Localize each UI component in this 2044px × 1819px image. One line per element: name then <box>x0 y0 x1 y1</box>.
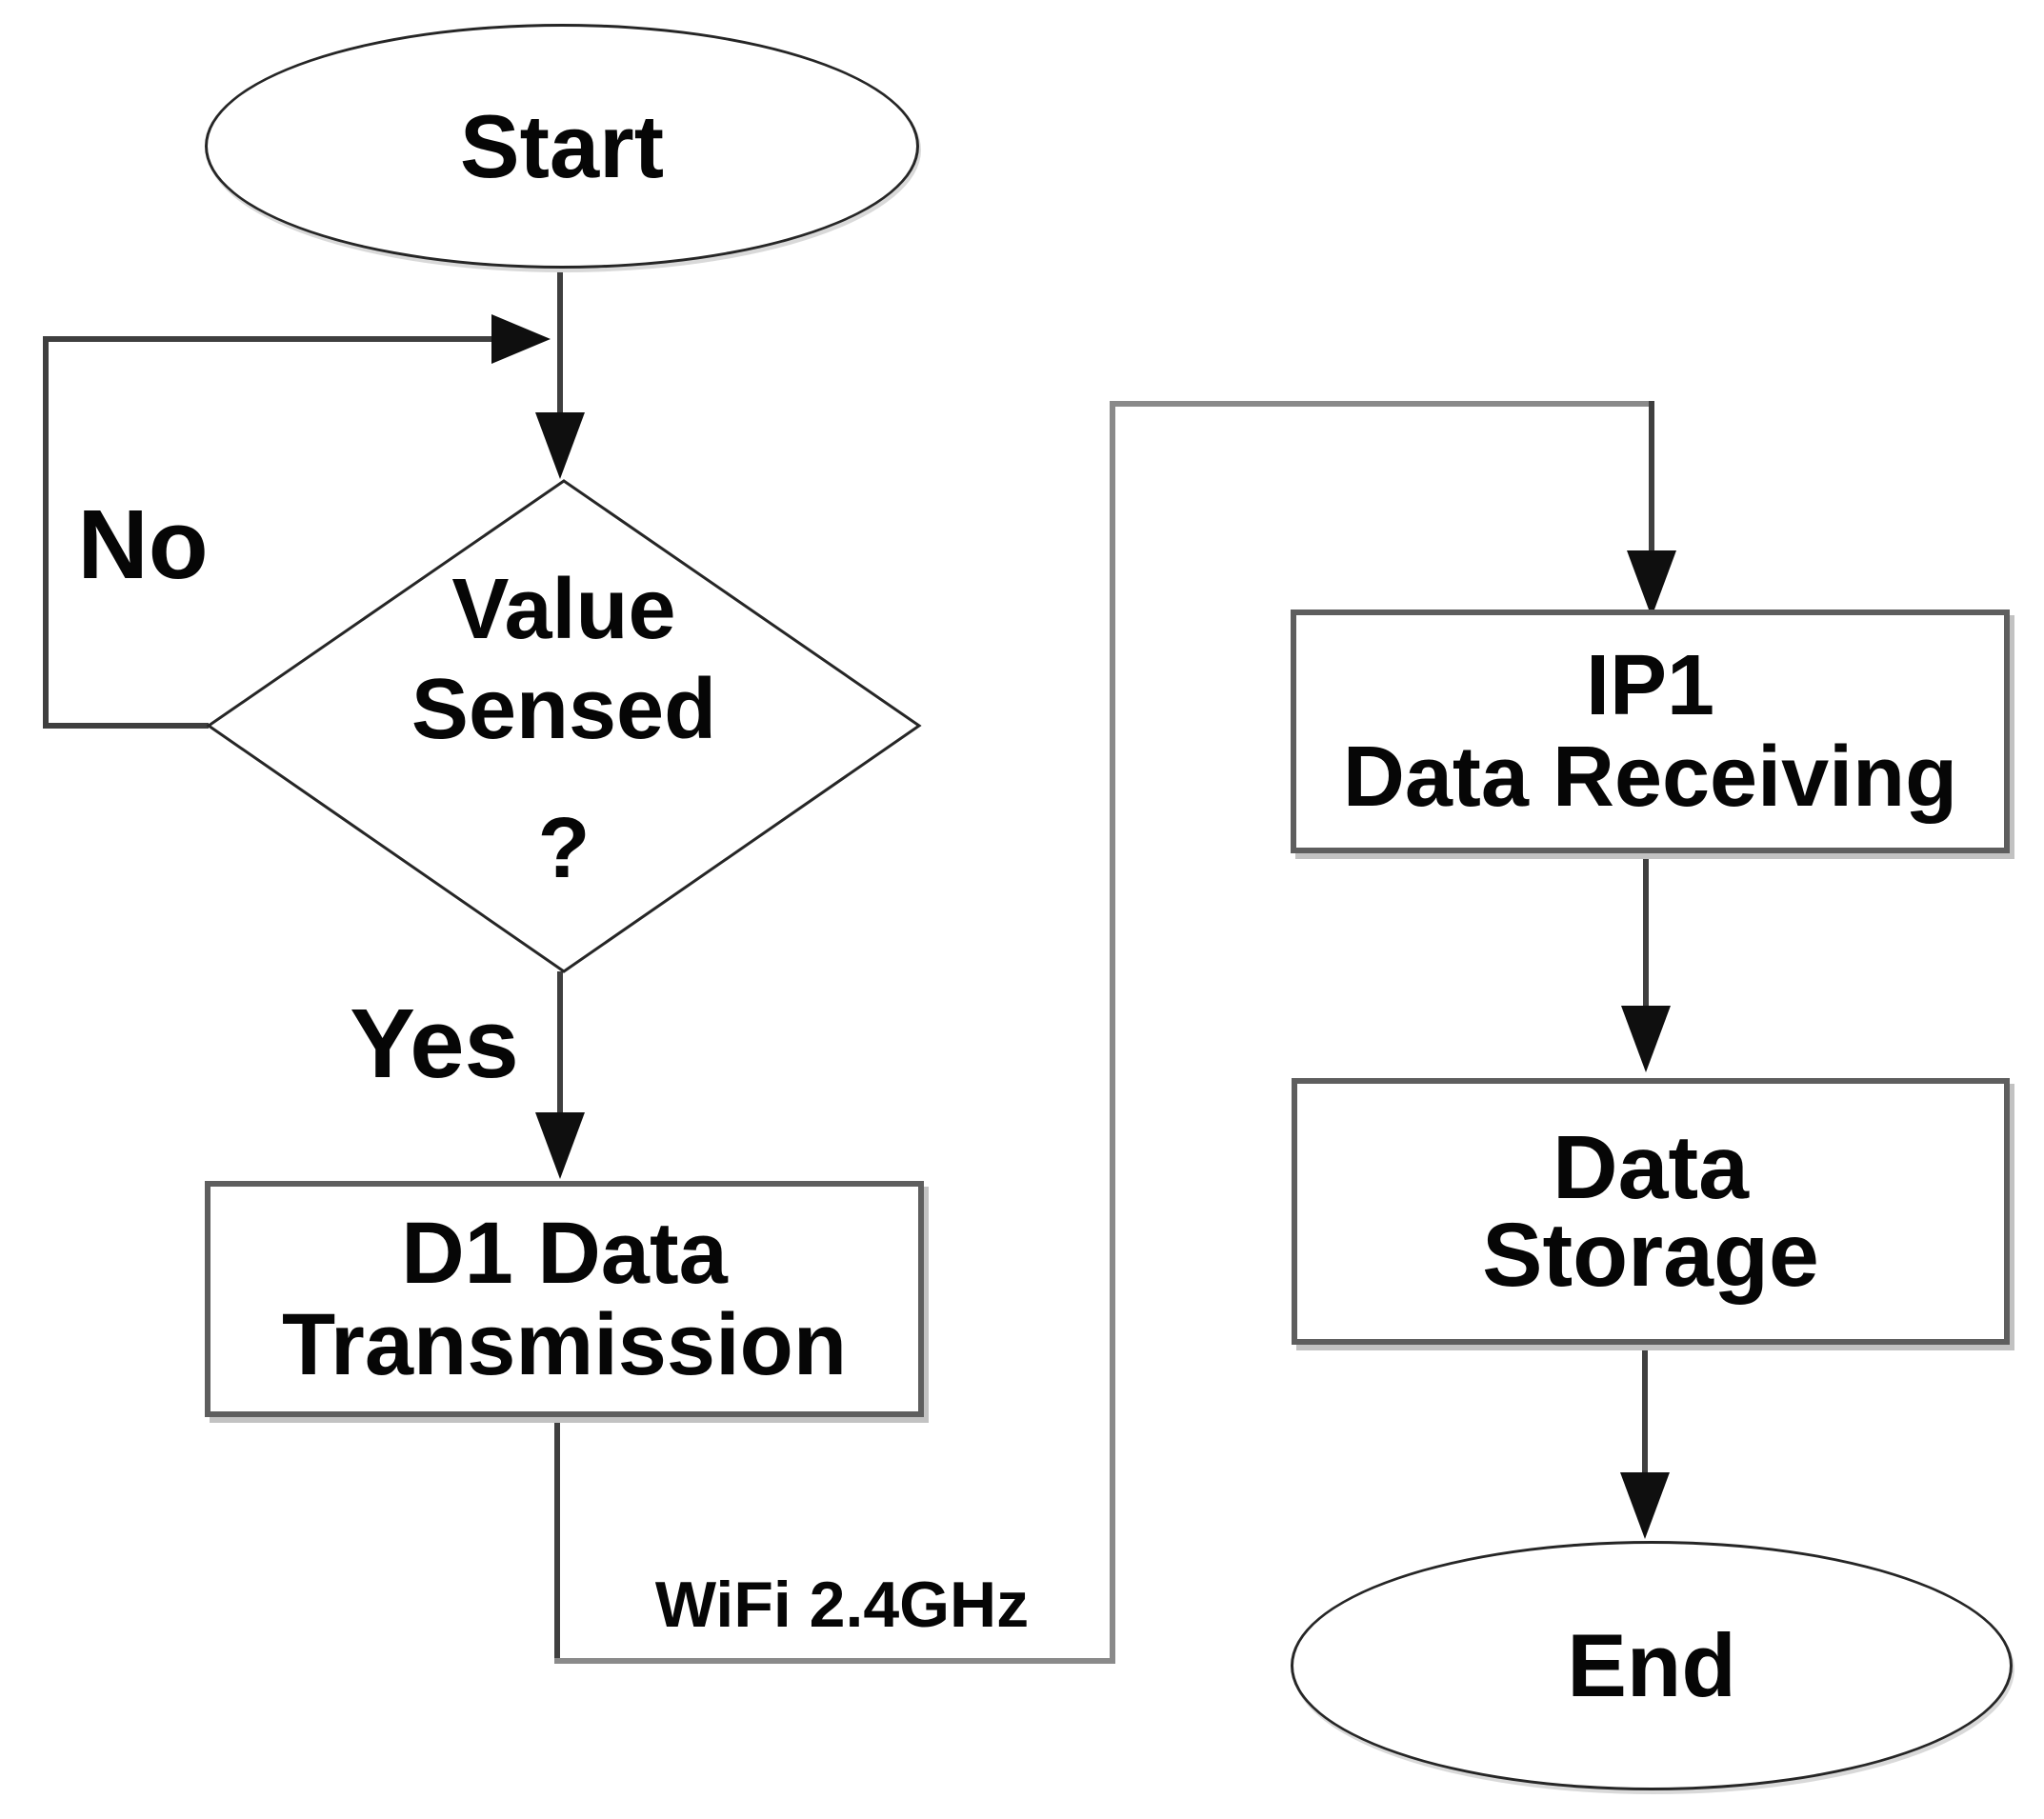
edge-label-wifi: WiFi 2.4GHz <box>654 1569 1030 1641</box>
edge-label-no: No <box>77 490 209 599</box>
node-ip1-data-receiving: IP1 Data Receiving <box>1291 610 2010 853</box>
node-ip1-line-2: Data Receiving <box>1342 730 1958 825</box>
edge-no-loop <box>43 336 493 729</box>
node-d1-line-2: Transmission <box>281 1296 848 1393</box>
arrowhead-into-storage <box>1621 1006 1671 1072</box>
node-start-label: Start <box>459 95 665 196</box>
node-decision-line-3: ? <box>537 801 591 896</box>
arrowhead-into-ip1 <box>1627 550 1676 617</box>
node-end: End <box>1291 1541 2013 1790</box>
node-d1-line-1: D1 Data <box>401 1205 728 1302</box>
arrowhead-into-end <box>1620 1472 1670 1539</box>
node-d1-data-transmission: D1 Data Transmission <box>205 1181 924 1417</box>
edge-label-yes: Yes <box>350 989 519 1098</box>
arrowhead-no-loop <box>491 314 551 364</box>
decision-diamond-shape <box>206 479 922 973</box>
node-data-storage: Data Storage <box>1292 1078 2010 1345</box>
node-decision-line-1: Value <box>451 562 676 657</box>
node-start: Start <box>205 24 919 269</box>
node-ip1-line-1: IP1 <box>1585 638 1715 733</box>
node-storage-line-2: Storage <box>1482 1205 1819 1306</box>
node-storage-line-1: Data <box>1553 1117 1749 1218</box>
arrowhead-into-decision <box>535 412 585 479</box>
node-decision-line-2: Sensed <box>411 662 717 757</box>
node-end-label: End <box>1567 1615 1736 1715</box>
arrowhead-into-d1 <box>535 1112 585 1179</box>
